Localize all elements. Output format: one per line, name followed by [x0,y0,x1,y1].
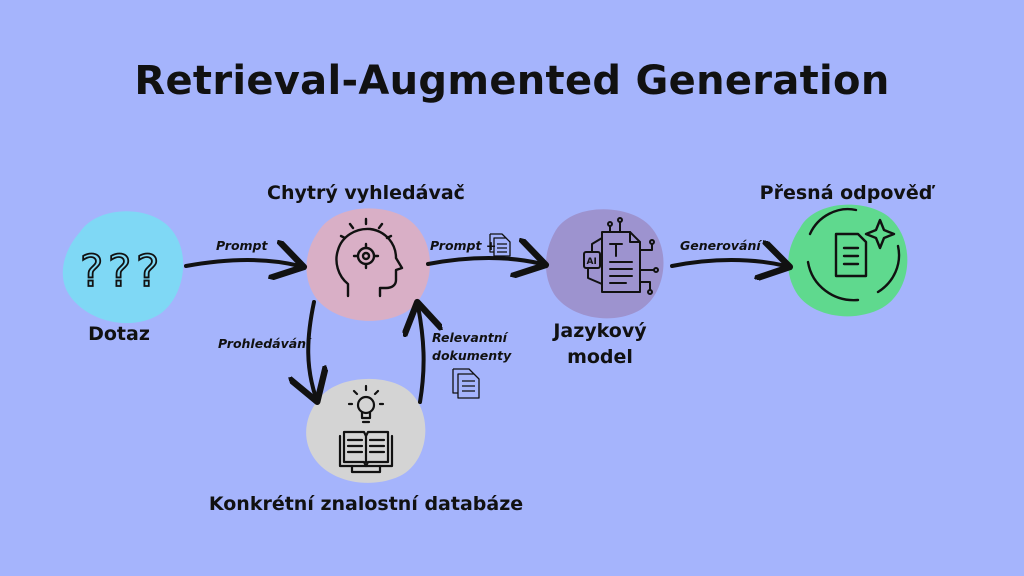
search-label: Chytrý vyhledávač [267,182,465,204]
database-blob [306,378,426,483]
document-sparkle-icon [806,207,901,302]
document-icon-relevant [452,368,480,399]
edge-label-generate: Generování [680,238,761,253]
edge-label-prompt: Prompt [216,238,268,253]
ai-head-icon [335,217,404,298]
arrow-search-to-database [308,300,316,398]
arrow-model-to-answer [670,260,786,266]
model-blob [545,209,664,319]
query-blob [62,211,184,324]
diagram-title: Retrieval-Augmented Generation [134,58,890,104]
svg-text:?: ? [80,246,103,297]
document-icon-prompt [489,233,511,257]
query-label: Dotaz [88,323,150,345]
database-label: Konkrétní znalostní databáze [208,493,524,515]
ai-document-chip-icon: AI [583,217,659,295]
arrow-database-to-search [418,306,424,404]
question-marks-icon: ? ? ? [79,245,160,298]
svg-text:?: ? [136,246,159,297]
model-label-line1: Jazykový [553,320,647,342]
edge-label-search-db: Prohledávání [218,336,311,351]
edge-label-prompt-plus: Prompt + [430,238,497,253]
answer-blob [788,204,908,317]
answer-label: Přesná odpověď [759,182,933,204]
edge-label-relevant-line2: dokumenty [432,348,512,363]
edge-label-relevant-line1: Relevantní [432,330,507,345]
model-label-line2: model [567,346,633,368]
arrow-search-to-model [426,258,542,264]
arrow-query-to-search [184,260,300,266]
svg-text:AI: AI [587,257,597,267]
book-lightbulb-icon [338,384,394,474]
svg-text:?: ? [108,246,131,297]
